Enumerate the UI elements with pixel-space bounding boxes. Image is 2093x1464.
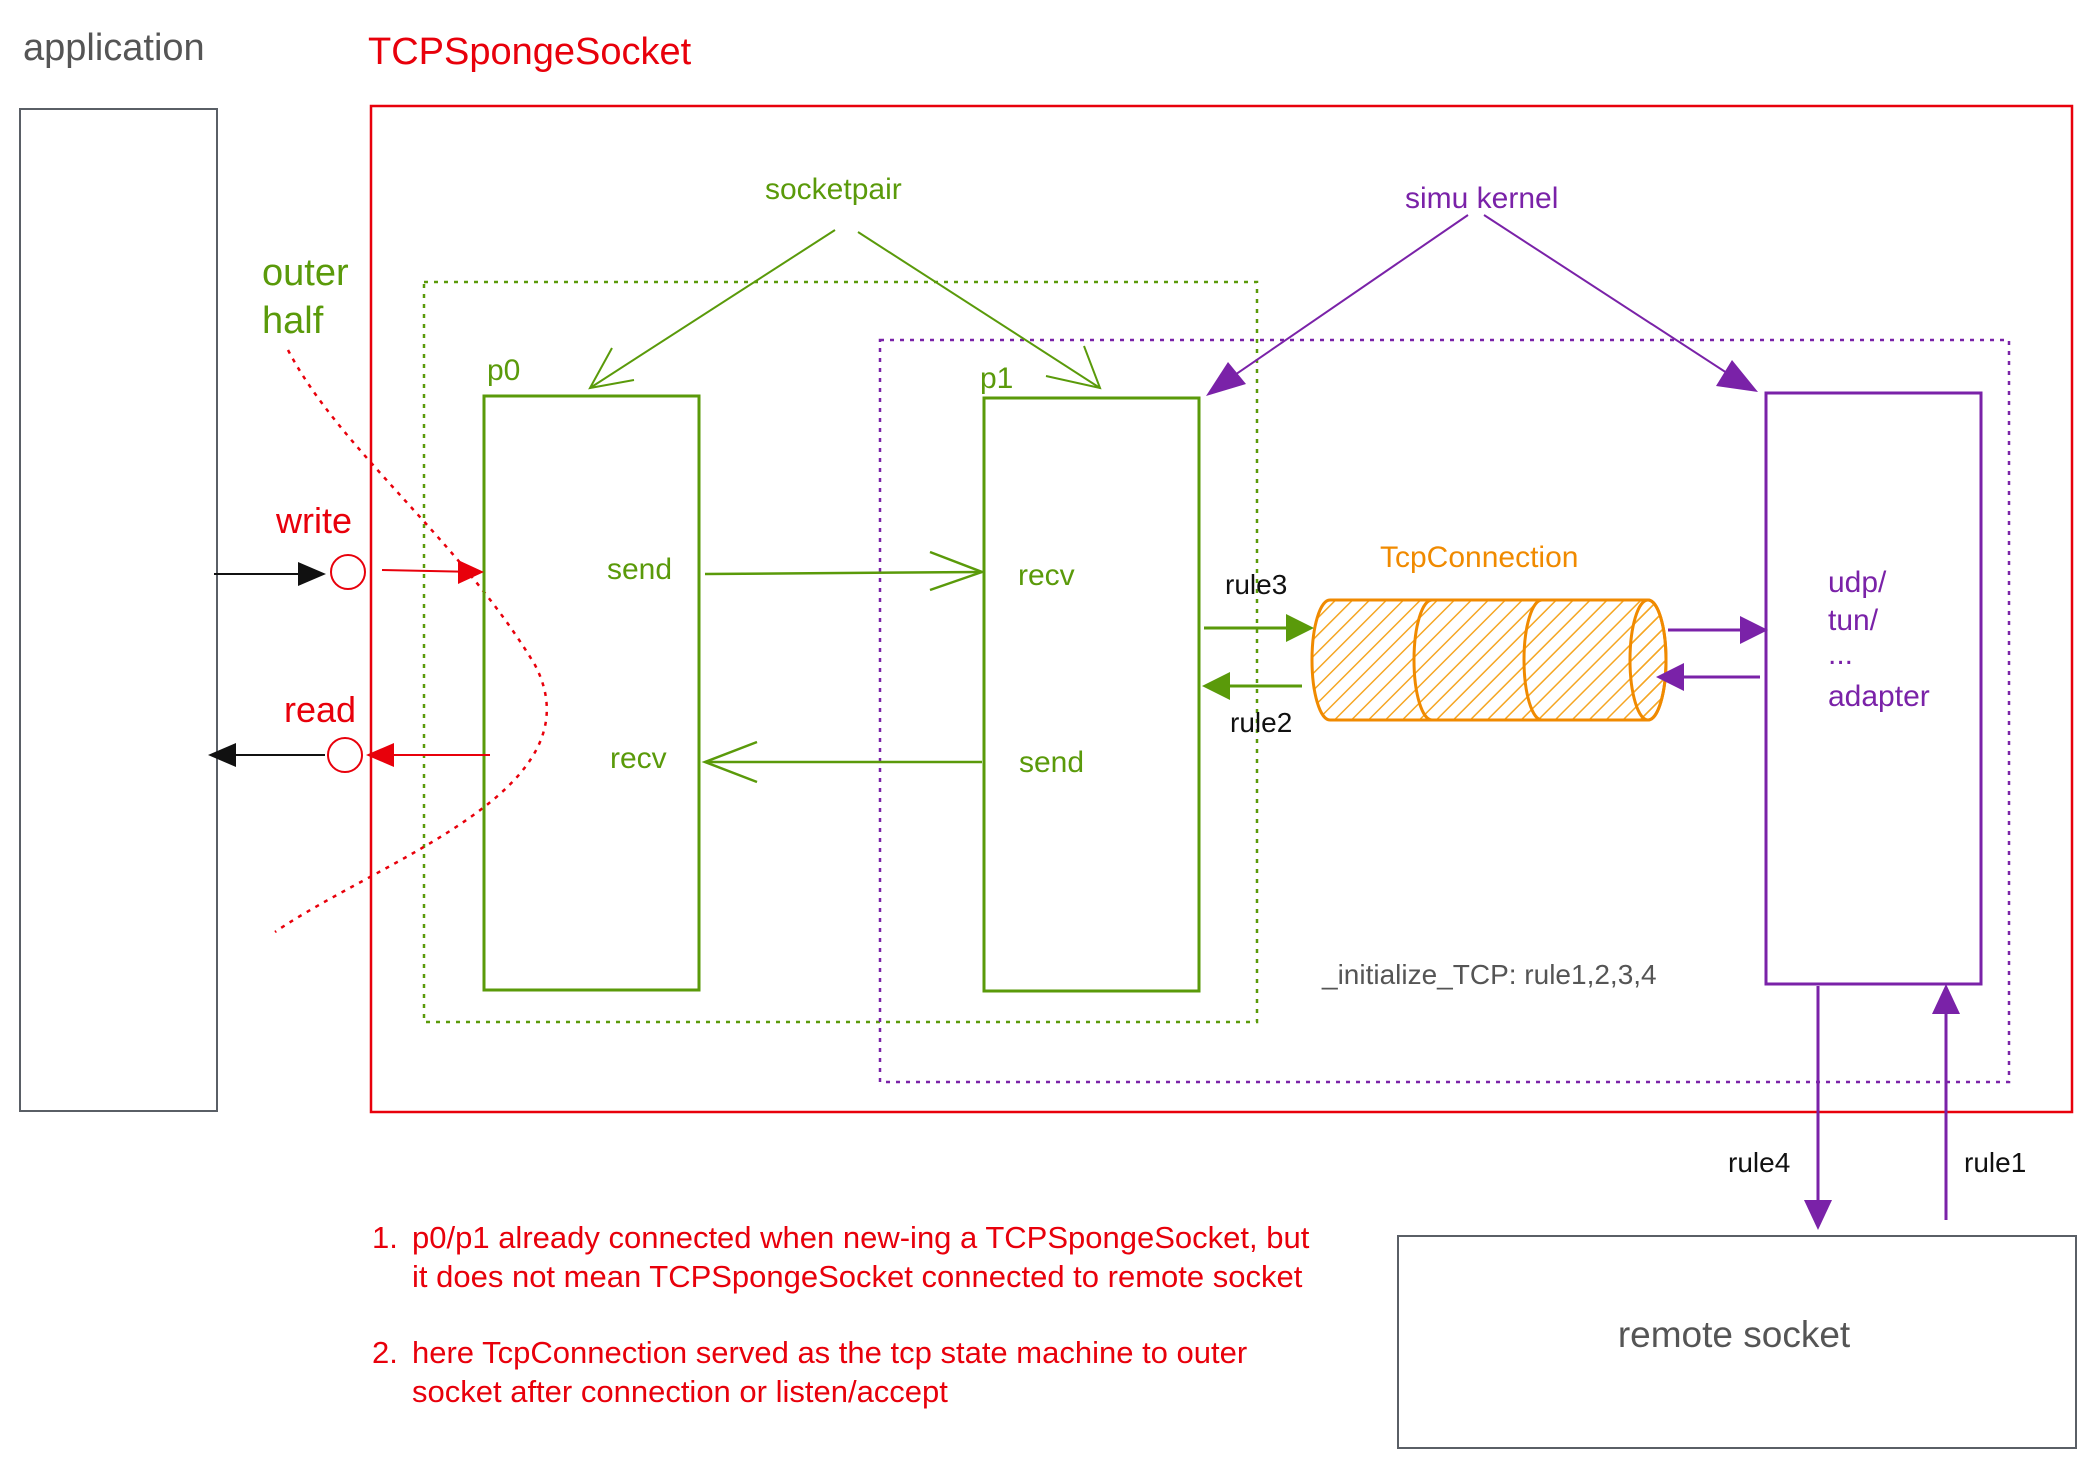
tcp-to-adapter-arrowhead	[1740, 616, 1768, 644]
notes-list: 1. p0/p1 already connected when new-ing …	[372, 1218, 1322, 1448]
socketpair-label: socketpair	[765, 173, 902, 206]
simu-kernel-label: simu kernel	[1405, 182, 1558, 215]
adapter-label-line3: ...	[1828, 638, 1853, 671]
note-item: 2. here TcpConnection served as the tcp …	[372, 1333, 1322, 1411]
p1-send-to-p0-recv-arrowhead	[701, 740, 758, 784]
outer-half-label-line2: half	[262, 300, 324, 342]
socketpair-region	[422, 280, 1259, 1024]
remote-socket-box	[1397, 1235, 2077, 1449]
p0-send-to-p1-recv-arrow	[704, 570, 983, 576]
note-text: p0/p1 already connected when new-ing a T…	[412, 1220, 1310, 1294]
adapter-label-line1: udp/	[1828, 566, 1887, 599]
socketpair-arrowhead-p0	[588, 347, 635, 390]
application-box	[19, 108, 218, 1112]
p0-label: p0	[487, 354, 520, 387]
read-to-app-arrowhead	[208, 743, 236, 767]
note-number: 1.	[372, 1220, 398, 1255]
simu-kernel-arrow-to-adapter	[1483, 214, 1751, 389]
p0-recv-label: recv	[610, 742, 667, 775]
p1-label: p1	[980, 362, 1013, 395]
remote-socket-label: remote socket	[1618, 1314, 1851, 1355]
p1-recv-label: recv	[1018, 559, 1075, 592]
simu-kernel-arrow-to-p1	[1209, 214, 1469, 393]
adapter-label-line2: tun/	[1828, 604, 1879, 637]
read-label: read	[284, 689, 356, 730]
tcp-sponge-socket-box	[369, 104, 2074, 1114]
adapter-to-tcp-arrowhead	[1656, 663, 1684, 691]
simu-kernel-arrowhead-adapter	[1716, 360, 1758, 392]
outer-half-boundary	[274, 349, 549, 934]
rule2-arrowhead	[1202, 672, 1230, 700]
rule2-label: rule2	[1230, 707, 1292, 738]
read-port	[327, 737, 363, 773]
simu-kernel-region	[878, 338, 2011, 1084]
rule4-arrowhead	[1804, 1200, 1832, 1230]
tcp-connection-label: TcpConnection	[1380, 541, 1578, 574]
tcp-connection-cylinder	[1310, 598, 1668, 722]
note-text: here TcpConnection served as the tcp sta…	[412, 1335, 1248, 1409]
socketpair-arrow-to-p1	[857, 231, 1101, 389]
note-number: 2.	[372, 1335, 398, 1370]
rule1-label: rule1	[1964, 1147, 2026, 1178]
adapter-label-line4: adapter	[1828, 680, 1930, 713]
simu-kernel-arrowhead-p1	[1206, 362, 1246, 396]
p1-box	[982, 396, 1201, 993]
p0-send-label: send	[607, 553, 672, 586]
p0-send-to-p1-recv-arrowhead	[929, 550, 986, 592]
note-item: 1. p0/p1 already connected when new-ing …	[372, 1218, 1322, 1296]
rule3-arrowhead	[1286, 614, 1314, 642]
outer-half-label-line1: outer	[262, 252, 349, 294]
application-label: application	[23, 27, 205, 69]
rule1-arrowhead	[1932, 984, 1960, 1014]
p0-to-read-arrowhead	[366, 743, 394, 767]
initialize-tcp-label: _initialize_TCP: rule1,2,3,4	[1321, 959, 1657, 990]
p1-send-label: send	[1019, 746, 1084, 779]
tcp-sponge-socket-label: TCPSpongeSocket	[368, 31, 692, 73]
write-to-p0-arrowhead	[458, 560, 484, 584]
socketpair-arrowhead-p1	[1045, 345, 1102, 390]
write-port	[330, 554, 366, 590]
adapter-box	[1764, 391, 1983, 986]
write-label: write	[275, 500, 352, 541]
rule4-label: rule4	[1728, 1147, 1790, 1178]
p0-box	[482, 394, 701, 992]
app-write-arrowhead	[298, 562, 326, 586]
rule3-label: rule3	[1225, 569, 1287, 600]
socketpair-arrow-to-p0	[589, 229, 836, 389]
